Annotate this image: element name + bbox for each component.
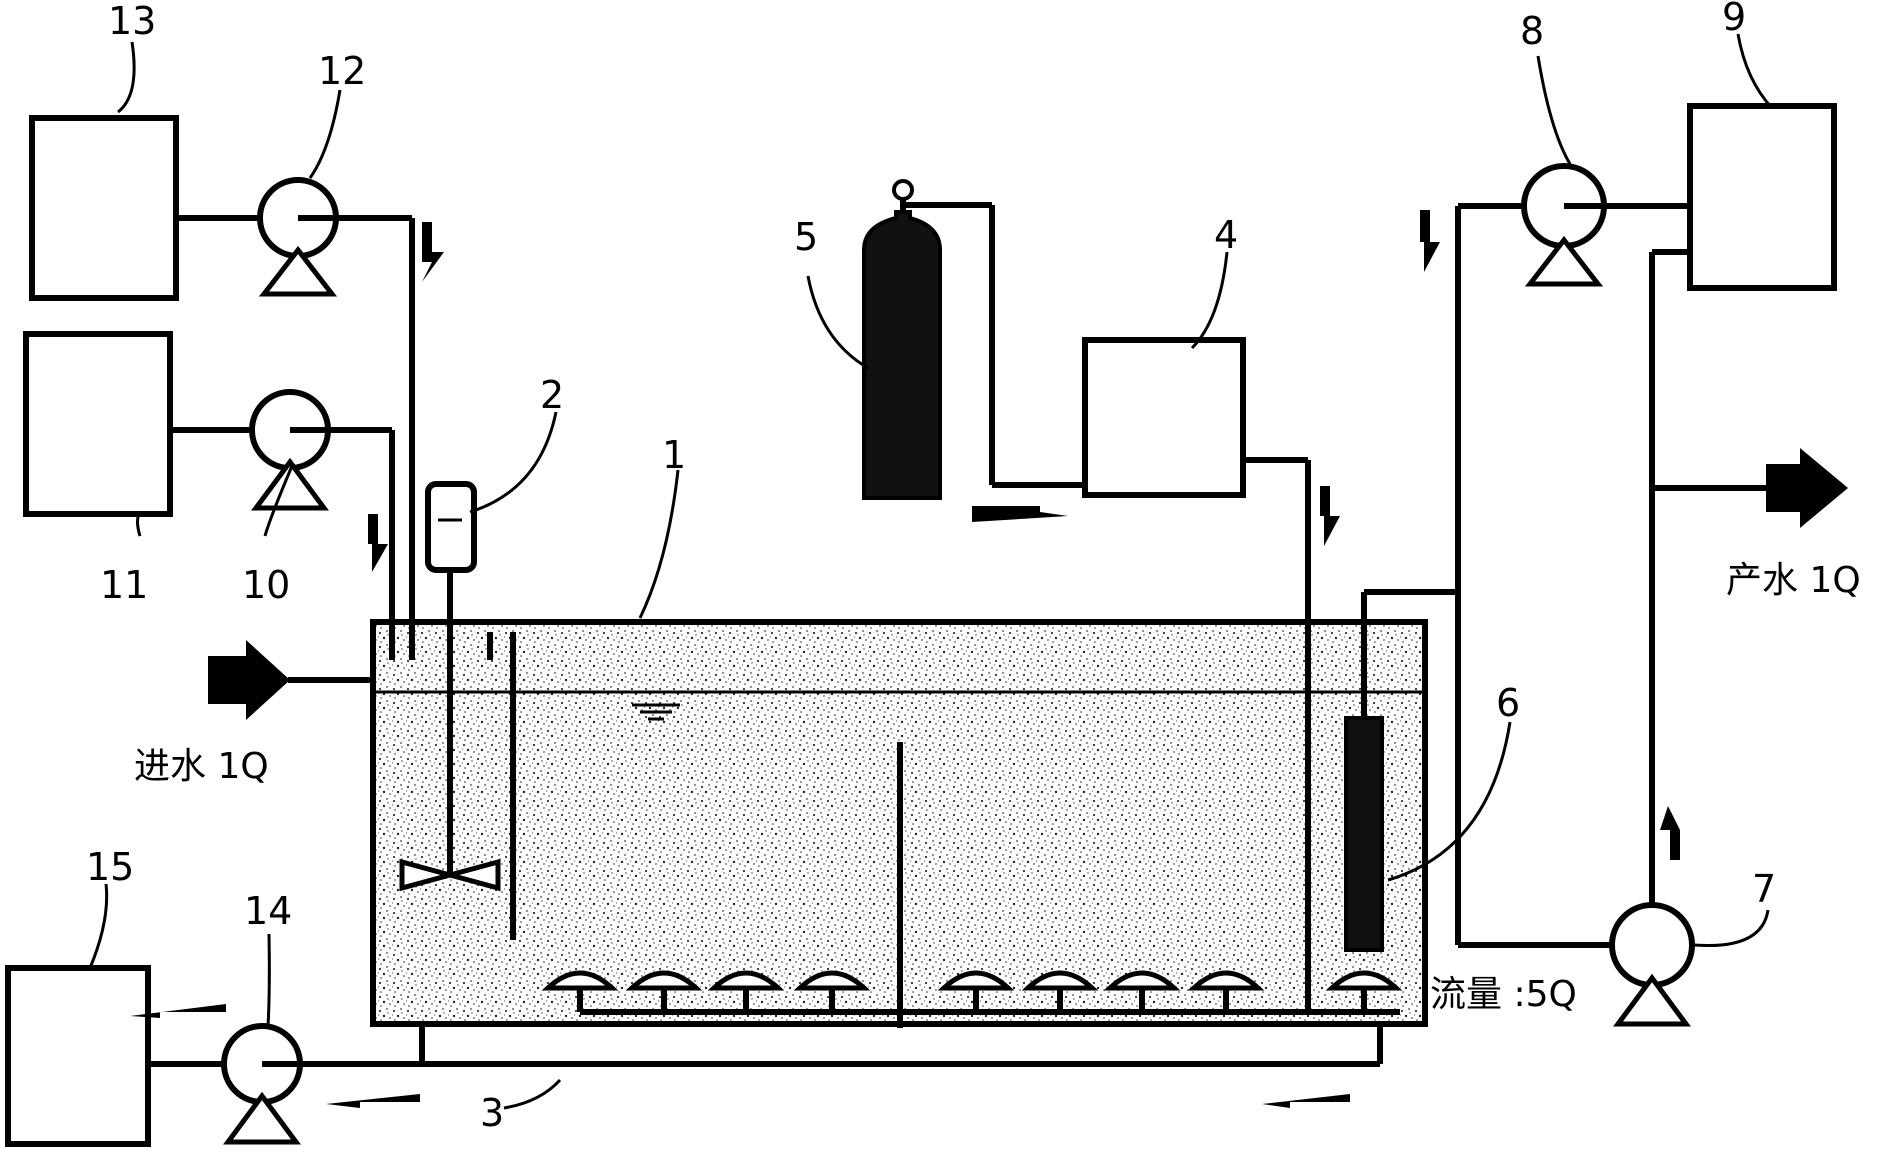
tank-13 [29, 115, 179, 301]
pump-7 [1609, 902, 1695, 1027]
tank-9 [1687, 103, 1837, 291]
tank-11 [23, 331, 173, 517]
gas-box-4 [1082, 337, 1246, 498]
label-12: 12 [318, 49, 366, 93]
label-8: 8 [1520, 9, 1544, 53]
label-4: 4 [1214, 213, 1238, 257]
number-labels: 13 12 11 10 2 1 5 4 8 9 6 7 14 15 3 [86, 0, 1776, 1135]
inlet-arrow [208, 640, 290, 720]
leader-lines [88, 33, 1774, 1110]
label-9: 9 [1722, 0, 1746, 39]
flow-label: 流量 :5Q [1430, 974, 1577, 1015]
label-3: 3 [480, 1091, 504, 1135]
sludge-drain-line [148, 1024, 1383, 1067]
label-10: 10 [242, 563, 290, 607]
label-7: 7 [1752, 867, 1776, 911]
label-1: 1 [662, 433, 686, 477]
pump-12 [257, 177, 412, 297]
aerator-diffusers [541, 970, 1403, 1015]
label-14: 14 [244, 889, 292, 933]
pump-8 [1521, 163, 1690, 287]
label-2: 2 [540, 373, 564, 417]
reactor-tank [370, 582, 1428, 1028]
gas-cylinder [862, 179, 992, 500]
inlet-label: 进水 1Q [134, 746, 269, 787]
pump-14 [221, 1023, 303, 1145]
label-15: 15 [86, 845, 134, 889]
membrane-module [1344, 716, 1384, 952]
label-5: 5 [794, 215, 818, 259]
tank-15 [5, 965, 151, 1147]
label-11: 11 [100, 563, 148, 607]
outlet-label: 产水 1Q [1726, 560, 1861, 601]
label-6: 6 [1496, 681, 1520, 725]
stirrer [399, 481, 501, 892]
label-13: 13 [108, 0, 156, 43]
flow-arrows [130, 210, 1680, 1108]
outlet-arrow [1766, 448, 1848, 528]
pump-10 [249, 389, 392, 511]
